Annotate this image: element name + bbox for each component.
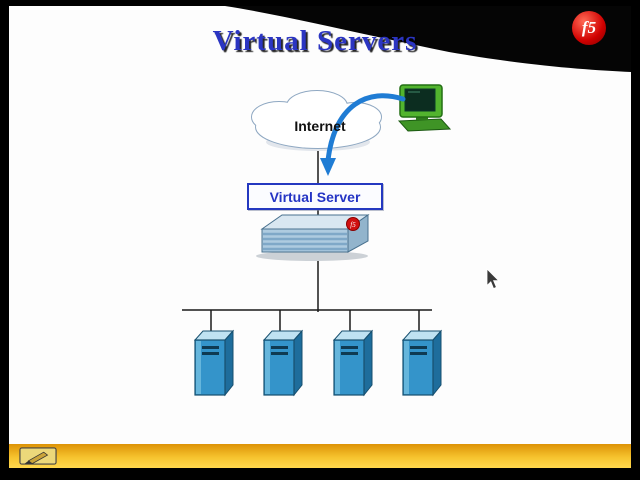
annotation-pencil-icon bbox=[24, 451, 49, 464]
virtual-server-box: Virtual Server bbox=[247, 183, 383, 210]
annotation-pencil-button[interactable] bbox=[18, 446, 58, 466]
slide-header-swoosh bbox=[225, 6, 631, 72]
slide-footer-bar bbox=[9, 444, 631, 468]
f5-logo-icon: f5 bbox=[572, 11, 606, 45]
internet-label: Internet bbox=[294, 118, 346, 134]
virtual-server-label: Virtual Server bbox=[269, 188, 361, 205]
f5-logo-text: f5 bbox=[581, 18, 597, 37]
slide-title: Virtual Servers bbox=[212, 25, 418, 57]
